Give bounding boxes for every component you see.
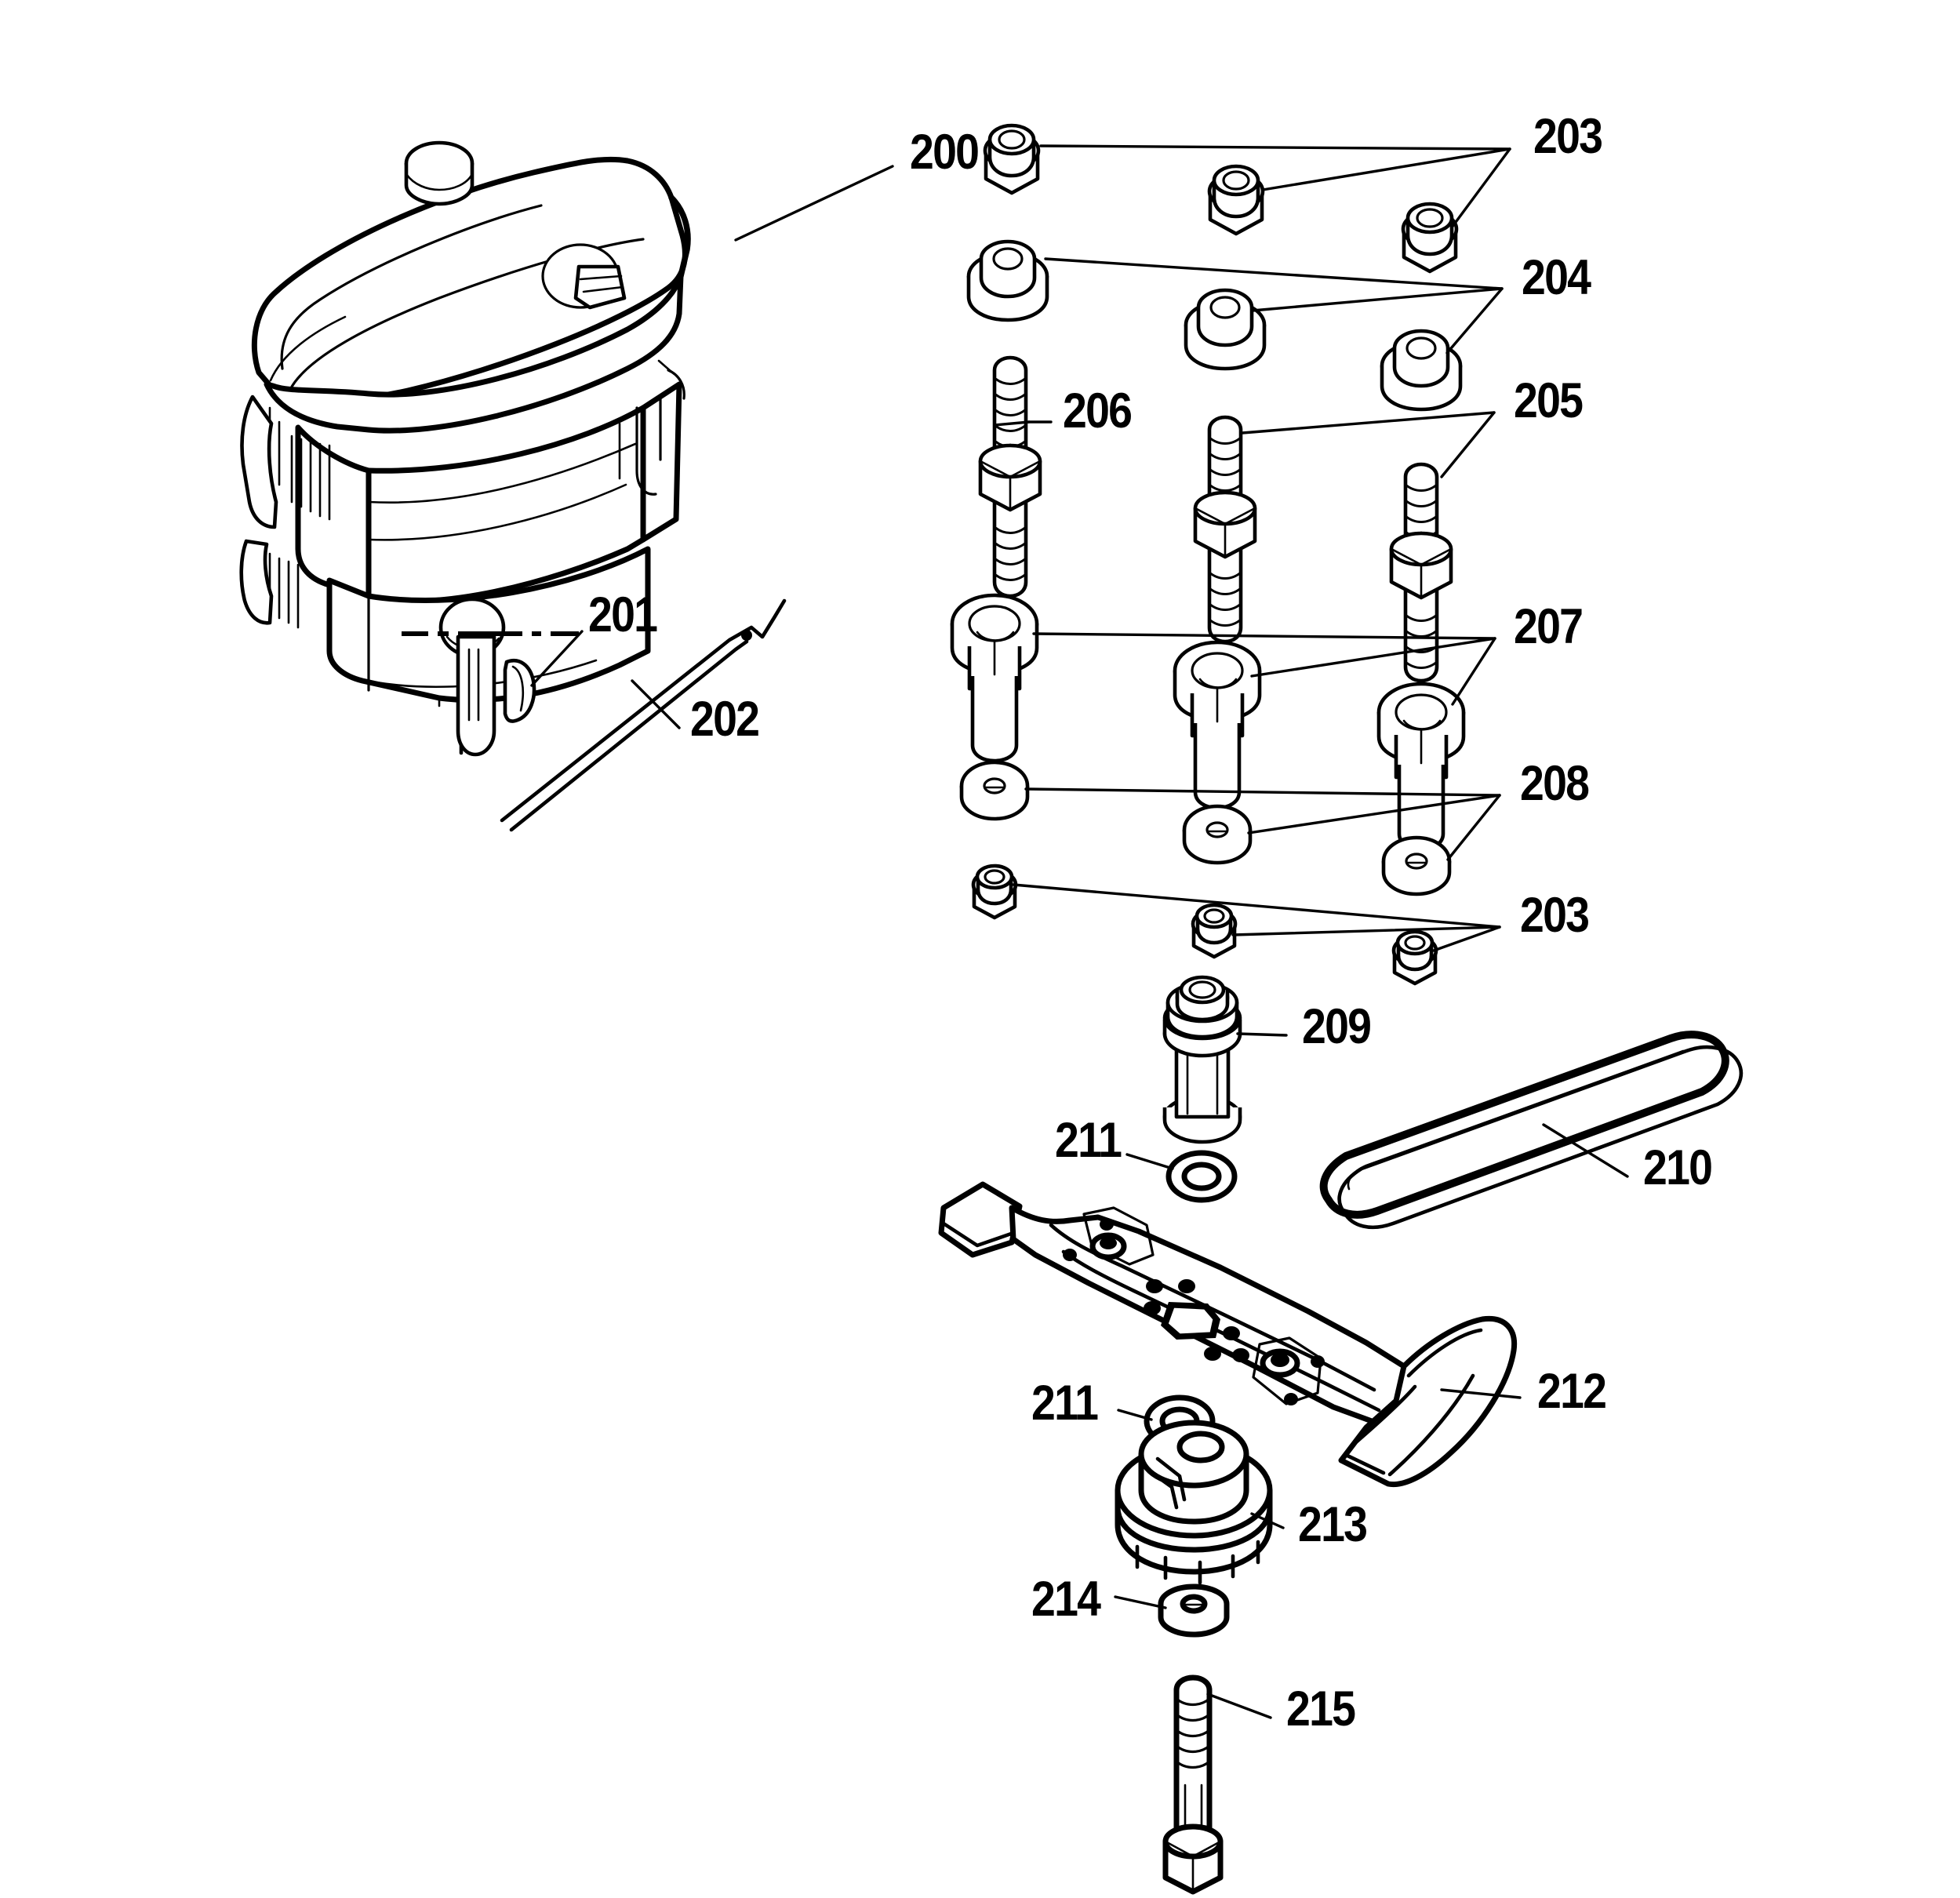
washer-upper-drawing (1165, 1150, 1238, 1203)
leader-211-upper (1125, 1153, 1174, 1170)
leader-205-b (1440, 411, 1496, 478)
callout-flat-washer: 208 (1520, 756, 1590, 811)
leader-203-bot-b (1231, 925, 1501, 936)
stud-short-group (1193, 415, 1453, 683)
leader-202 (631, 679, 681, 729)
leader-208-c (1446, 794, 1501, 861)
leader-214 (1114, 1595, 1167, 1609)
leader-203-top-b (1261, 147, 1511, 191)
leader-206b (993, 420, 1031, 427)
lock-nut-group-bottom (971, 864, 1438, 986)
leader-203-bot-a (1012, 883, 1501, 929)
callout-stud-short: 205 (1514, 373, 1584, 428)
blade-bolt-drawing (1162, 1674, 1224, 1895)
leader-lines (530, 144, 1629, 1719)
leader-209 (1236, 1032, 1288, 1037)
leader-203-bot-c (1432, 925, 1501, 952)
blade-adapter-drawing (1115, 1420, 1273, 1585)
leader-203-top-a (1039, 144, 1511, 151)
callout-blade-adapter: 213 (1298, 1497, 1368, 1552)
callout-engine-assembly: 200 (910, 125, 980, 180)
callout-drive-belt: 210 (1643, 1140, 1713, 1195)
callout-flange-bushing: 207 (1514, 599, 1584, 654)
callout-stud-long: 206 (1063, 384, 1133, 438)
callout-idler-pulley: 209 (1302, 999, 1372, 1054)
cutting-blade-drawing (938, 1181, 1518, 1488)
leader-201 (530, 630, 584, 687)
callout-spacer-bushing: 204 (1522, 250, 1591, 305)
flange-bushing-group (950, 593, 1466, 852)
leader-207-a (1032, 632, 1496, 640)
callout-key-woodruff: 201 (588, 587, 658, 642)
leader-200 (734, 165, 894, 242)
leader-207-b (1250, 637, 1496, 678)
stud-long-drawing (978, 355, 1042, 598)
callout-control-rod: 202 (690, 692, 760, 747)
leader-207-c (1451, 637, 1496, 706)
callout-lock-nut: 203 (1520, 888, 1590, 943)
leader-204-b (1251, 287, 1504, 312)
leader-208-a (1024, 787, 1501, 797)
leader-205-a (1241, 411, 1496, 435)
leader-210 (1542, 1123, 1629, 1178)
callout-blade-washer: 211 (1055, 1113, 1122, 1168)
crankshaft-stub (402, 631, 579, 757)
leader-208-b (1247, 794, 1501, 834)
control-rod-drawing (500, 598, 787, 832)
leader-212 (1440, 1388, 1522, 1399)
idler-pulley-drawing (1162, 975, 1242, 1144)
callout-blade-washer: 211 (1031, 1376, 1099, 1431)
callout-cutting-blade: 212 (1537, 1364, 1607, 1419)
callout-bolt-washer: 214 (1031, 1572, 1101, 1627)
leader-213 (1250, 1512, 1285, 1529)
leader-211-lower (1117, 1409, 1153, 1421)
drive-belt-drawing (1319, 1031, 1744, 1230)
lock-nut-group-top (983, 123, 1459, 274)
engine-assembly-drawing (239, 140, 691, 707)
leader-215 (1206, 1693, 1272, 1719)
bolt-washer-drawing (1158, 1583, 1230, 1638)
key-part-drawing (503, 659, 536, 723)
leader-203-top-c (1450, 147, 1511, 229)
callout-lock-nut: 203 (1533, 109, 1603, 164)
leader-204-c (1445, 287, 1504, 355)
flat-washer-group (959, 760, 1452, 896)
callout-blade-bolt: 215 (1286, 1682, 1356, 1736)
leader-204-a (1044, 257, 1504, 290)
spacer-group (966, 239, 1463, 412)
